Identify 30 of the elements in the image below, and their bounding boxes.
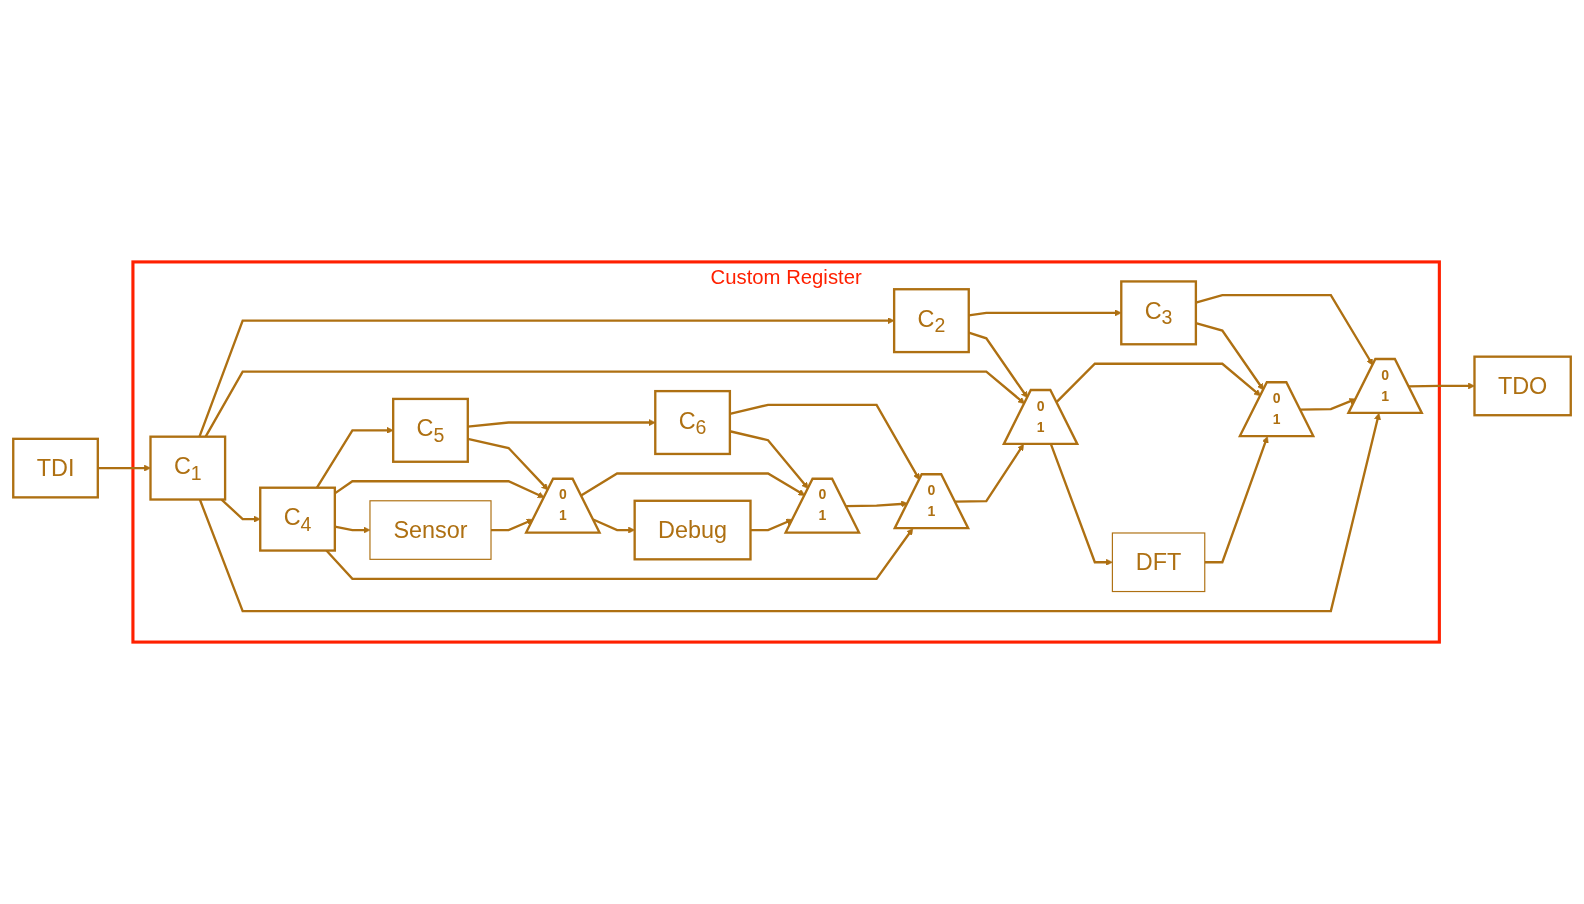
arrow — [1204, 436, 1269, 564]
arrow — [97, 464, 151, 472]
arrow — [1055, 362, 1261, 403]
node-box: C$_{3}$ — [1120, 280, 1198, 346]
arrow — [198, 412, 1381, 613]
arrow — [1408, 382, 1475, 390]
node-box: C$_{5}$ — [392, 397, 469, 463]
arrow — [325, 528, 914, 580]
arrow — [467, 419, 656, 428]
node-box: C$_{1}$ — [149, 435, 227, 501]
node-box: Sensor — [369, 500, 492, 560]
arrow — [467, 437, 549, 491]
arrow — [729, 430, 809, 489]
node-box: Debug — [633, 499, 752, 561]
arrow — [729, 403, 920, 481]
arrow — [968, 309, 1122, 317]
node-box: C$_{2}$ — [892, 288, 970, 354]
arrow — [334, 480, 545, 499]
node-box: C$_{6}$ — [654, 389, 732, 456]
arrow — [1049, 443, 1113, 566]
node-box: C$_{4}$ — [259, 486, 336, 552]
arrow — [1195, 322, 1264, 391]
arrow — [1195, 294, 1374, 366]
arrow — [955, 444, 1024, 503]
node-box: TDI — [12, 437, 99, 499]
node-box: TDO — [1473, 355, 1572, 417]
node-box: DFT — [1111, 532, 1206, 593]
arrow — [580, 472, 806, 497]
arrow — [845, 500, 908, 508]
arrow — [968, 331, 1028, 399]
